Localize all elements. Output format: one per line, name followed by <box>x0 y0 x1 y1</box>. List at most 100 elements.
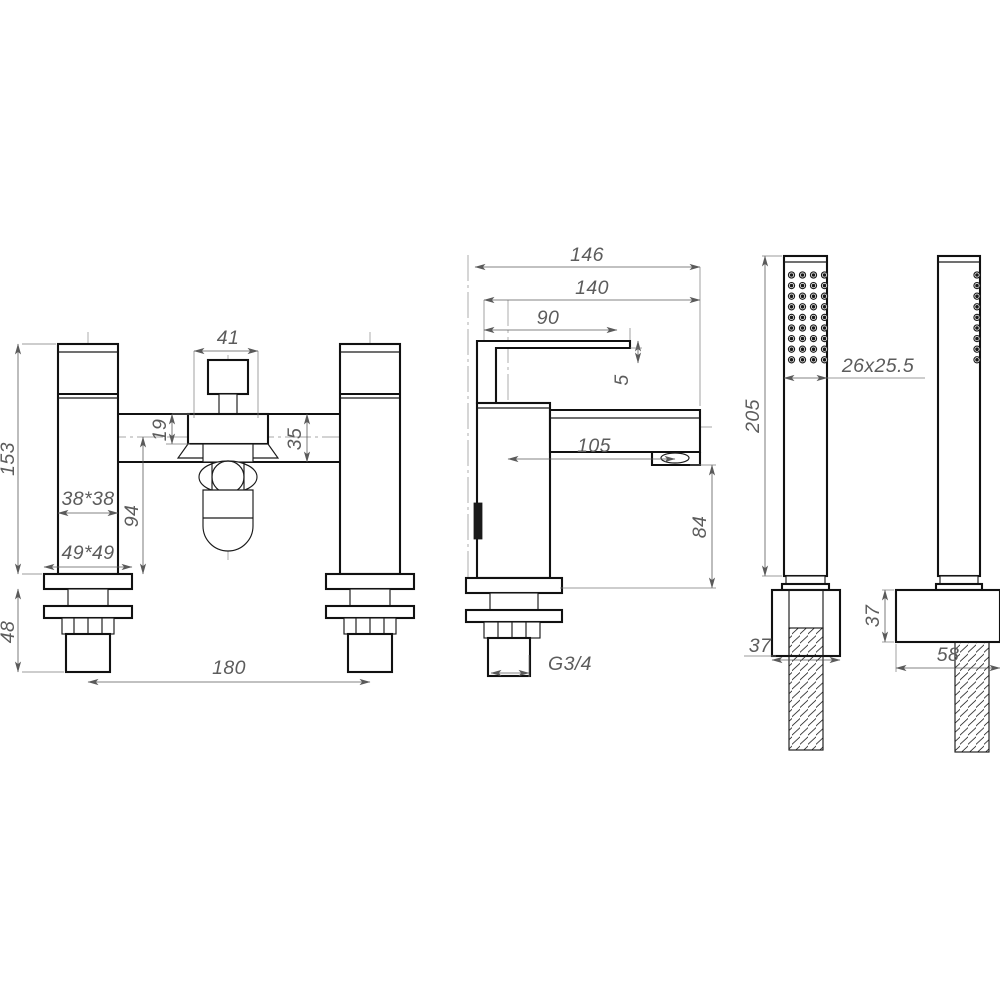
right-base-flange <box>324 572 416 591</box>
spray-nozzle-core <box>811 283 816 288</box>
left-base-flange <box>42 572 134 591</box>
spray-nozzle-core <box>800 336 805 341</box>
dim-94-label: 94 <box>121 505 143 528</box>
left-pillar-assembly <box>42 342 134 674</box>
spray-nozzle-core <box>811 294 816 299</box>
spout-aerator <box>660 452 690 464</box>
spout-arm <box>548 408 702 454</box>
dim-153-label: 153 <box>0 442 19 476</box>
side-shank <box>489 592 539 611</box>
wall-bracket-side <box>894 588 1000 644</box>
spray-nozzle-core <box>789 273 794 277</box>
spray-nozzle-core <box>822 304 827 309</box>
dim-19-label: 19 <box>149 419 171 442</box>
spray-nozzle-core <box>789 336 794 341</box>
spray-nozzle-core <box>975 273 979 277</box>
dim-58-label: 58 <box>937 644 960 666</box>
dim-37a-label: 37 <box>749 635 772 657</box>
spray-nozzle-core <box>789 357 794 362</box>
spray-nozzle-core <box>975 304 979 309</box>
spray-nozzle-core <box>811 326 816 330</box>
side-base-flange <box>464 576 564 595</box>
dim-49-label: 49*49 <box>62 542 115 564</box>
lever-handle <box>475 339 632 405</box>
dim-g34-label: G3/4 <box>548 653 592 675</box>
dim-37b-label: 37 <box>862 604 884 627</box>
spray-nozzle-core <box>975 336 979 341</box>
diverter-boss <box>186 412 270 446</box>
spray-nozzle-core <box>800 283 805 288</box>
spray-nozzle-core <box>789 294 794 299</box>
dim-38-label: 38*38 <box>62 488 115 510</box>
side-view-dimensions: 146 140 90 5 105 84 G3/4 <box>474 244 716 677</box>
diverter-stem <box>218 393 238 415</box>
left-washer-plate <box>42 604 134 620</box>
spray-nozzle-core <box>822 294 827 299</box>
temperature-indicator-stripe <box>473 502 483 540</box>
dim-26-label: 26x25.5 <box>841 355 914 377</box>
spray-nozzle-core <box>811 347 816 352</box>
spray-nozzle-core <box>789 304 794 309</box>
spray-nozzle-core <box>800 326 805 330</box>
spray-nozzle-core <box>822 315 827 320</box>
front-spout-body <box>118 358 340 552</box>
spray-nozzle-core <box>975 294 979 299</box>
right-pillar-assembly <box>324 342 416 674</box>
front-view-dimensions: 153 48 38*38 49*49 94 41 19 <box>0 327 371 686</box>
handset-collar-side <box>939 575 979 585</box>
spray-nozzle-core <box>975 357 979 362</box>
handset-collar-front <box>785 575 826 585</box>
spray-nozzle-core <box>822 336 827 341</box>
spray-nozzle-core <box>789 347 794 352</box>
spray-nozzle-core <box>800 357 805 362</box>
spray-nozzle-core <box>789 283 794 288</box>
spray-nozzle-core <box>800 347 805 352</box>
right-pillar-body <box>338 342 402 576</box>
dim-205-label: 205 <box>742 399 764 434</box>
spray-nozzle-core <box>822 357 827 362</box>
spray-nozzle-core <box>822 283 827 288</box>
shower-hose-side <box>954 641 990 753</box>
diverter-skirt-inner <box>202 443 254 463</box>
side-body <box>475 401 552 580</box>
spray-nozzle-core <box>975 315 979 320</box>
left-shank <box>67 588 109 607</box>
shower-side-view: 37 58 <box>862 254 1000 753</box>
shower-side-dimensions: 37 58 <box>862 589 1000 672</box>
dim-146-label: 146 <box>570 244 604 266</box>
spray-nozzle-core <box>975 326 979 330</box>
dim-90-label: 90 <box>537 307 560 329</box>
spray-nozzle-core <box>822 347 827 352</box>
spray-nozzle-core <box>789 315 794 320</box>
spray-nozzle-core <box>800 304 805 309</box>
handset-body-side <box>936 254 982 578</box>
side-washer-plate <box>464 608 564 624</box>
spray-nozzle-core <box>822 326 827 330</box>
dim-105-label: 105 <box>577 435 611 457</box>
shower-hose-front <box>788 627 824 751</box>
right-washer-plate <box>324 604 416 620</box>
left-pillar-body <box>56 342 120 576</box>
shower-front-dimensions: 205 26x25.5 37 <box>742 255 925 664</box>
dim-140-label: 140 <box>575 277 609 299</box>
dim-35-label: 35 <box>284 428 306 451</box>
spray-nozzle-core <box>975 347 979 352</box>
spray-nozzle-core <box>822 273 827 277</box>
spray-face-nozzles <box>787 271 829 364</box>
front-view: 153 48 38*38 49*49 94 41 19 <box>0 327 416 686</box>
spray-nozzle-core <box>811 357 816 362</box>
side-view: 146 140 90 5 105 84 G3/4 <box>464 244 716 678</box>
dim-180-label: 180 <box>212 657 246 679</box>
spray-nozzle-core <box>800 273 805 277</box>
dim-48-label: 48 <box>0 621 19 644</box>
dim-41-label: 41 <box>217 327 240 349</box>
right-shank <box>349 588 391 607</box>
side-tailpipe <box>486 636 532 678</box>
spray-nozzle-core <box>811 336 816 341</box>
spray-nozzle-core <box>811 315 816 320</box>
right-tailpipe <box>346 632 394 674</box>
left-tailpipe <box>64 632 112 674</box>
spray-nozzle-core <box>800 294 805 299</box>
